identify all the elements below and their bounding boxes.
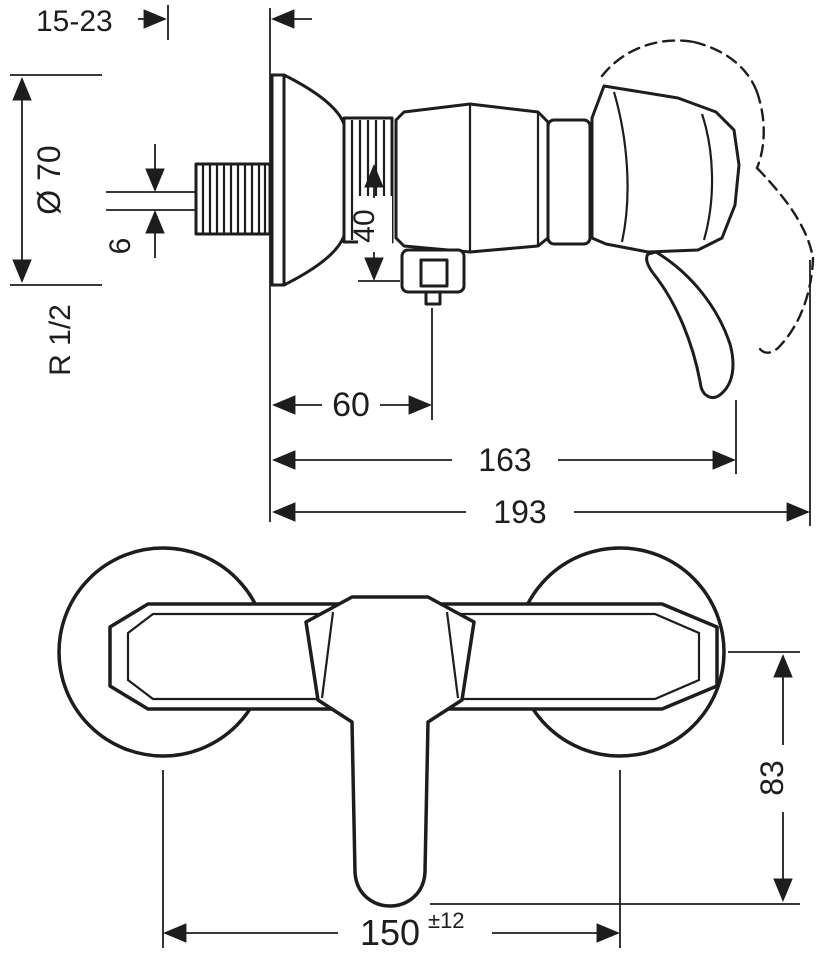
- check-valve-tail: [424, 290, 442, 306]
- handle-front: [304, 595, 476, 908]
- dim-depth-40: 40: [348, 164, 400, 282]
- dim-label-60: 60: [332, 386, 370, 424]
- dim-offset-6: 6: [104, 144, 196, 258]
- dim-height-83: 83: [430, 651, 800, 905]
- dashed-contour-2: [692, 40, 759, 94]
- handle-front-facet-right: [445, 611, 460, 699]
- dim-escutcheon-diameter: Ø 70: [10, 74, 102, 286]
- dim-label-6: 6: [104, 238, 137, 255]
- handle-head: [590, 84, 741, 254]
- front-view: 83 150 ±12: [57, 546, 800, 953]
- dim-label-83: 83: [754, 760, 790, 796]
- mixer-body: [394, 102, 550, 254]
- dim-label-163: 163: [478, 442, 531, 478]
- escutcheon-cone: [282, 73, 346, 287]
- dim-label-thread: R 1/2: [44, 304, 77, 376]
- dim-width-60: 60: [272, 308, 433, 424]
- handle-lever: [645, 250, 735, 399]
- dim-label-150: 150: [360, 912, 420, 953]
- dim-label-40: 40: [348, 209, 381, 242]
- dim-label-15-23: 15-23: [36, 5, 113, 38]
- cartridge-joint: [546, 118, 592, 246]
- dim-width-193: 193: [272, 260, 811, 530]
- dashed-lever-contour: [756, 256, 815, 354]
- side-view: 15-23 Ø 70 6 R 1/2: [10, 5, 815, 530]
- threaded-pipe: [194, 162, 272, 236]
- dim-label-193: 193: [493, 494, 546, 530]
- dim-center-distance-150: 150 ±12: [162, 770, 621, 953]
- handle-facet-line-right: [700, 113, 714, 241]
- thread-hatching: [201, 164, 267, 234]
- dashed-contour-1: [600, 39, 696, 78]
- dashed-contour-4: [755, 166, 815, 260]
- dim-label-background: [358, 196, 392, 258]
- handle-front-facet-left: [320, 611, 335, 699]
- dim-label-diameter-70: Ø 70: [31, 145, 67, 214]
- escutcheon-flange: [270, 73, 286, 287]
- handle-facet-line-left: [612, 91, 629, 243]
- dashed-contour-3: [755, 90, 765, 170]
- check-valve-plug: [419, 258, 449, 288]
- dim-wall-range: 15-23: [36, 5, 312, 38]
- dim-label-tolerance: ±12: [428, 908, 465, 933]
- dim-width-163: 163: [272, 400, 737, 478]
